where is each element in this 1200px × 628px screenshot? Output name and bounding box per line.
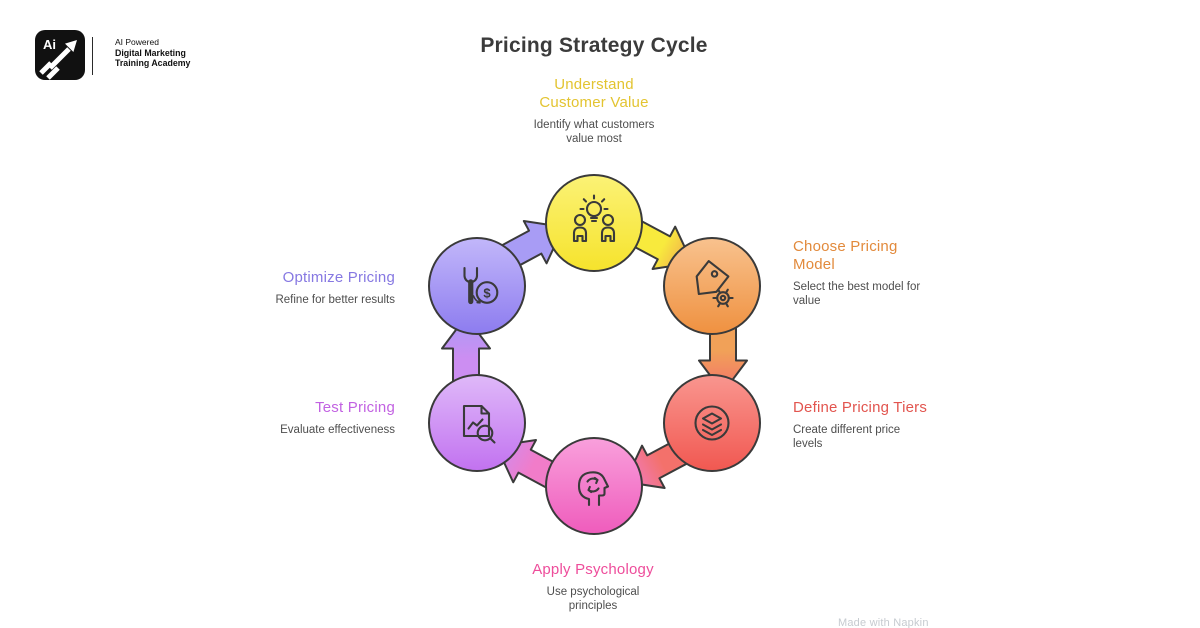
brand-divider — [92, 37, 93, 75]
brand-tagline-line2: Digital Marketing — [115, 47, 186, 58]
step-label: Define Pricing Tiers — [793, 399, 928, 416]
step-description: Refine for better results — [275, 294, 395, 306]
step-description: Select the best model for value — [793, 281, 921, 307]
brand-tagline-line1: AI Powered — [115, 37, 159, 47]
brand-arrow-icon — [39, 40, 77, 80]
step-test-pricing: Test Pricing Evaluate effectiveness — [215, 399, 395, 438]
dollar-glyph: $ — [483, 286, 491, 301]
report-search-icon — [462, 404, 496, 444]
brand-logo: Ai AI Powered Digital Marketing Training… — [35, 30, 190, 80]
step-description: Identify what customers value most — [533, 119, 655, 145]
brand-tagline-line3: Training Academy — [115, 58, 191, 68]
step-optimize-pricing: Optimize Pricing Refine for better resul… — [215, 269, 395, 308]
page-title: Pricing Strategy Cycle — [480, 34, 708, 57]
node-optimize-pricing: $ — [428, 237, 526, 335]
step-label: Test Pricing — [315, 399, 395, 416]
brand-mark-text: Ai — [43, 37, 56, 52]
step-label: Understand Customer Value — [539, 76, 649, 111]
psychology-head-icon — [577, 471, 610, 507]
step-label: Apply Psychology — [532, 561, 654, 578]
step-define-pricing-tiers: Define Pricing Tiers Create different pr… — [793, 399, 993, 451]
step-description: Evaluate effectiveness — [280, 424, 395, 436]
step-description: Create different price levels — [793, 424, 901, 450]
node-define-pricing-tiers — [663, 374, 761, 472]
watermark: Made with Napkin — [838, 617, 929, 628]
step-label: Choose Pricing Model — [793, 238, 898, 273]
node-circle — [545, 174, 643, 272]
node-circle — [428, 374, 526, 472]
node-circle — [545, 437, 643, 535]
price-tag-gear-icon — [695, 260, 734, 308]
node-test-pricing — [428, 374, 526, 472]
node-circle — [428, 237, 526, 335]
step-label: Optimize Pricing — [282, 269, 395, 286]
people-idea-icon — [572, 194, 616, 243]
node-understand-customer-value — [545, 174, 643, 272]
brand-mark: Ai — [35, 30, 85, 80]
node-choose-pricing-model — [663, 237, 761, 335]
step-apply-psychology: Apply Psychology Use psychological princ… — [463, 561, 723, 613]
wrench-dollar-icon: $ — [463, 266, 499, 305]
step-understand-customer-value: Understand Customer Value Identify what … — [464, 76, 724, 146]
node-circle — [663, 237, 761, 335]
brand-tagline: AI Powered Digital Marketing Training Ac… — [115, 30, 190, 69]
step-choose-pricing-model: Choose Pricing Model Select the best mod… — [793, 238, 983, 308]
node-apply-psychology — [545, 437, 643, 535]
step-description: Use psychological principles — [546, 586, 640, 612]
layers-icon — [694, 405, 730, 441]
